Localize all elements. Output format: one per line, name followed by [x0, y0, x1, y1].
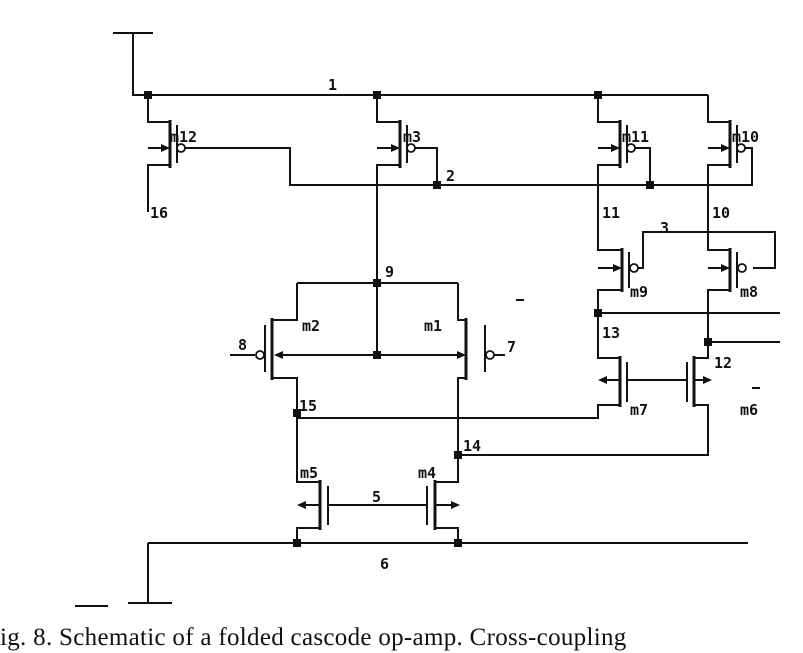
figure-caption: ig. 8. Schematic of a folded cascode op-… [0, 624, 627, 651]
node-15-label: 15 [299, 397, 317, 415]
junction-dots [144, 91, 712, 547]
node-6-label: 6 [380, 555, 389, 573]
node-10-label: 10 [712, 204, 730, 222]
m4-label: m4 [418, 464, 436, 482]
m7-label: m7 [630, 401, 648, 419]
node-1-label: 1 [328, 76, 337, 94]
m11-label: m11 [622, 128, 649, 146]
bubbles [176, 143, 747, 360]
node-2-label: 2 [446, 167, 455, 185]
m2-label: m2 [302, 317, 320, 335]
node-16-label: 16 [150, 204, 168, 222]
node-5-label: 5 [372, 488, 381, 506]
node-13-label: 13 [602, 324, 620, 342]
m6-label: m6 [740, 401, 758, 419]
node-12-label: 12 [714, 354, 732, 372]
wires [75, 32, 780, 607]
m10-label: m10 [732, 128, 759, 146]
m12-label: m12 [170, 128, 197, 146]
m9-label: m9 [630, 283, 648, 301]
node-9-label: 9 [385, 263, 394, 281]
node-labels: 1 2 3 5 6 7 8 9 10 11 12 13 14 15 16 [150, 76, 732, 573]
node-7-label: 7 [507, 338, 516, 356]
transistor-labels: m12 m3 m11 m10 m9 m8 m2 m1 m5 m4 m7 m6 [170, 128, 759, 482]
node-8-label: 8 [238, 336, 247, 354]
node-11-label: 11 [602, 204, 620, 222]
node-14-label: 14 [463, 437, 481, 455]
m5-label: m5 [300, 464, 318, 482]
m8-label: m8 [740, 283, 758, 301]
node-3-label: 3 [660, 219, 669, 237]
m1-label: m1 [424, 317, 442, 335]
m3-label: m3 [403, 128, 421, 146]
